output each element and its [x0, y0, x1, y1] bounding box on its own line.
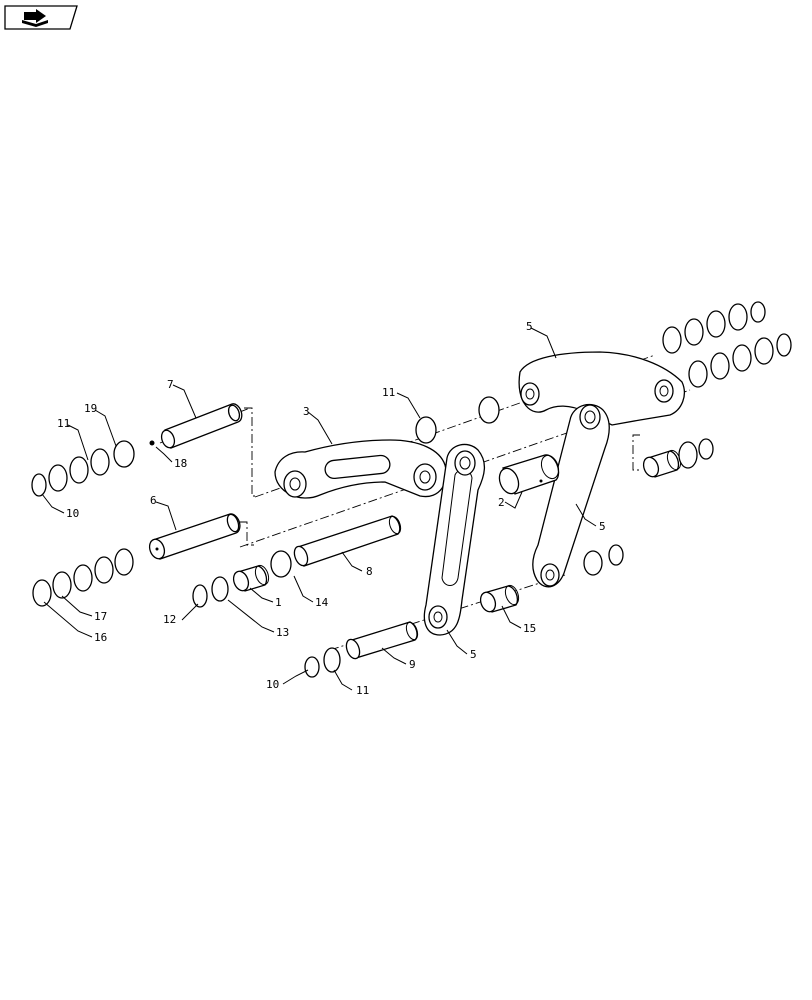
bushing-right	[642, 449, 682, 478]
callout-4: 5	[526, 320, 533, 333]
callout-5-left: 5	[470, 648, 477, 661]
callout-18: 18	[174, 457, 187, 470]
link-part-4	[518, 351, 685, 426]
callout-9: 9	[409, 658, 416, 671]
callout-3: 3	[303, 405, 310, 418]
pin-part-6	[148, 513, 241, 560]
bushing-part-1	[232, 564, 270, 592]
book-arrow-icon	[22, 9, 48, 27]
callout-2: 2	[498, 496, 505, 509]
callout-5-right: 5	[599, 520, 606, 533]
callout-17: 17	[94, 610, 107, 623]
washers	[31, 301, 792, 678]
pin-part-7	[149, 403, 243, 449]
pin-part-8	[293, 515, 402, 567]
callout-8: 8	[366, 565, 373, 578]
pin-part-9	[345, 621, 419, 660]
nav-badge[interactable]	[4, 5, 78, 30]
callout-11-bottom: 11	[356, 684, 369, 697]
link-part-5-right	[532, 403, 610, 588]
callout-11-left: 11	[57, 417, 70, 430]
callout-10-bottom: 10	[266, 678, 279, 691]
link-part-3	[274, 439, 447, 499]
link-part-5-left	[423, 443, 486, 636]
callout-6: 6	[150, 494, 157, 507]
callout-11-top: 11	[382, 386, 395, 399]
callout-12: 12	[163, 613, 176, 626]
bushing-part-15	[479, 584, 520, 613]
callout-16: 16	[94, 631, 107, 644]
callout-labels: 5 7 3 11 11 19 18 10 6 8 14 1 13 12 17 1…	[57, 320, 606, 697]
callout-10-left: 10	[66, 507, 79, 520]
callout-15: 15	[523, 622, 536, 635]
callout-7: 7	[167, 378, 174, 391]
callout-14: 14	[315, 596, 329, 609]
leader-lines	[41, 327, 597, 691]
callout-1: 1	[275, 596, 282, 609]
callout-19: 19	[84, 402, 97, 415]
callout-13: 13	[276, 626, 289, 639]
bushing-part-2	[498, 454, 560, 495]
